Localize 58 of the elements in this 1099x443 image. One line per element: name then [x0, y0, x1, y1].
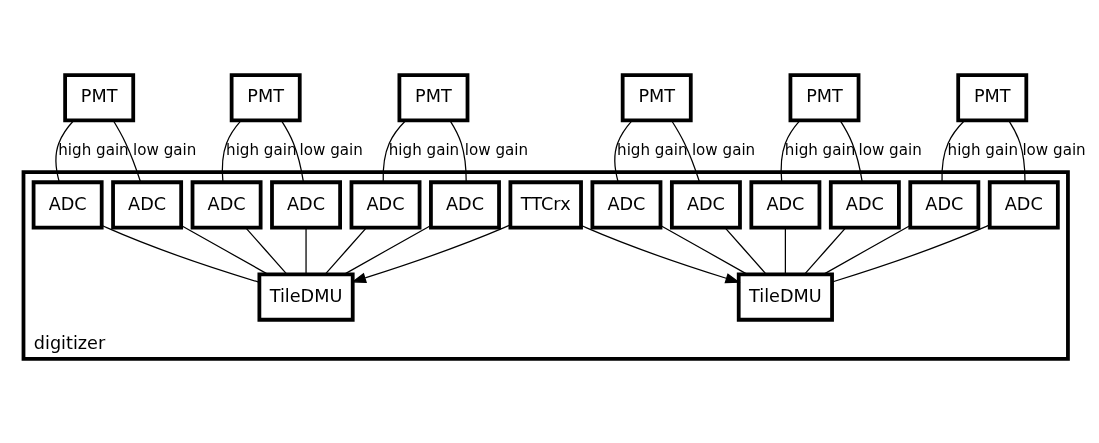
connector	[245, 226, 288, 275]
edge-label: low gain	[299, 140, 363, 159]
edge-label: high gain	[947, 140, 1019, 159]
node-box: TileDMU	[736, 271, 834, 322]
connector	[343, 224, 432, 275]
connector	[221, 119, 242, 182]
node-box: PMT	[397, 72, 470, 122]
connector	[55, 119, 75, 182]
connector	[1008, 119, 1026, 183]
edge-label: high gain	[58, 140, 129, 159]
connector	[784, 226, 786, 275]
connector	[449, 119, 467, 183]
node-box: ADC	[749, 179, 822, 230]
connector	[101, 224, 260, 283]
connector	[382, 119, 407, 183]
connector	[823, 224, 911, 275]
connector	[324, 226, 367, 275]
edge-label: high gain	[388, 140, 460, 159]
node-box: ADC	[987, 179, 1060, 230]
node-box: PMT	[229, 72, 302, 122]
connector	[839, 119, 863, 182]
node-box: PMT	[63, 72, 136, 122]
edge-label: high gain	[226, 140, 297, 159]
connector	[305, 226, 307, 275]
edge-label: low gain	[464, 140, 529, 159]
node-box: ADC	[590, 179, 663, 230]
edge-label: low gain	[1022, 140, 1086, 159]
connector	[831, 223, 991, 283]
node-box: ADC	[111, 179, 184, 230]
connector	[659, 224, 748, 275]
edge-label: high gain	[784, 140, 856, 159]
arrow	[580, 224, 741, 283]
edge-label: low gain	[858, 140, 922, 159]
node-box: ADC	[349, 179, 422, 230]
node-box: PMT	[788, 72, 861, 122]
node-box: TileDMU	[257, 271, 355, 322]
node-box: TTCrx	[508, 179, 583, 230]
connector	[614, 119, 633, 182]
node-box: PMT	[620, 72, 693, 122]
node-box: ADC	[669, 179, 742, 230]
node-box: ADC	[429, 179, 501, 230]
connector	[180, 224, 269, 275]
connector	[112, 119, 142, 183]
connector	[724, 226, 767, 275]
node-box: ADC	[270, 179, 342, 230]
connector	[670, 119, 701, 183]
connector	[280, 119, 305, 182]
connector	[941, 119, 965, 183]
node-box: ADC	[31, 179, 104, 230]
node-box: ADC	[908, 179, 981, 230]
node-box: ADC	[828, 179, 901, 230]
node-box: ADC	[190, 179, 263, 230]
edge-label: high gain	[617, 140, 688, 159]
connector	[780, 119, 801, 182]
node-box: PMT	[956, 72, 1029, 122]
connector	[803, 226, 847, 275]
edge-label: low gain	[691, 140, 756, 159]
edge-label: low gain	[133, 140, 197, 159]
